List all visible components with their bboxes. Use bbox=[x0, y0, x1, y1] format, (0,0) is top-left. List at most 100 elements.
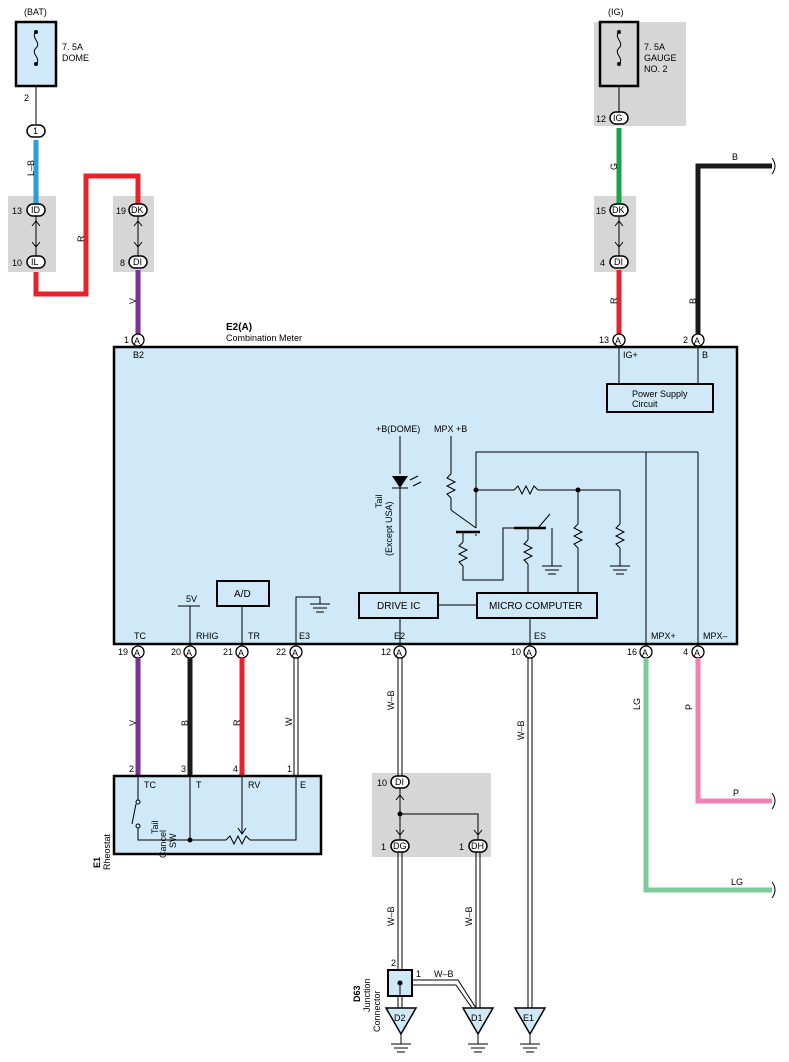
pin-4: 4 bbox=[600, 258, 605, 268]
micro-computer-label: MICRO COMPUTER bbox=[489, 601, 582, 612]
wire-r2-label: R bbox=[609, 297, 619, 304]
pin-10: 10 bbox=[12, 258, 22, 268]
rheostat-resistor bbox=[225, 834, 251, 846]
wire-b1-label: B bbox=[732, 152, 738, 162]
pin-15: 15 bbox=[596, 206, 606, 216]
rheostat-label-e: E bbox=[300, 780, 306, 790]
svg-text:A: A bbox=[292, 648, 298, 658]
rheostat-pin-1: 1 bbox=[287, 764, 292, 774]
pin-a-10: A bbox=[523, 645, 537, 659]
rheostat-label-t: T bbox=[196, 780, 202, 790]
svg-text:A: A bbox=[186, 648, 192, 658]
wire-wb4-label: W–B bbox=[464, 906, 474, 926]
connector-1: 1 bbox=[26, 124, 46, 138]
junction-code: D63 bbox=[352, 985, 362, 1002]
svg-text:A: A bbox=[694, 336, 700, 346]
drive-ic bbox=[358, 592, 439, 619]
wire-p1-label: P bbox=[684, 704, 694, 710]
resistor-4 bbox=[614, 523, 626, 549]
svg-text:D2: D2 bbox=[394, 1013, 406, 1023]
meter-label-igp: IG+ bbox=[623, 350, 638, 360]
label-tail: Tail bbox=[374, 494, 384, 508]
meter-label-rhig: RHIG bbox=[196, 631, 219, 641]
ground-e1: E1 bbox=[513, 1007, 547, 1053]
rheostat-name: Rheostat bbox=[102, 833, 112, 870]
pin-16: 16 bbox=[627, 647, 637, 657]
junction-pin-1: 1 bbox=[416, 969, 421, 979]
wire-lg1-label: LG bbox=[632, 698, 642, 710]
svg-text:A: A bbox=[615, 336, 621, 346]
connector-dk-right: DK bbox=[609, 203, 629, 217]
rheostat-pin-4: 4 bbox=[233, 764, 238, 774]
connector-di-right: DI bbox=[609, 255, 629, 269]
svg-text:A: A bbox=[396, 648, 402, 658]
resistor-3 bbox=[513, 484, 539, 496]
label-mpx: MPX +B bbox=[434, 424, 467, 434]
wire-r1-label: R bbox=[76, 235, 86, 242]
svg-text:1: 1 bbox=[33, 126, 38, 136]
svg-text:A: A bbox=[694, 648, 700, 658]
fuse-bat-name: DOME bbox=[62, 53, 89, 63]
label-5v: 5V bbox=[186, 594, 197, 604]
pin-a-4: A bbox=[691, 645, 705, 659]
connector-il: IL bbox=[26, 255, 46, 269]
micro-computer bbox=[476, 592, 598, 619]
ground-d1: D1 bbox=[461, 1007, 495, 1053]
pin-10-b: 10 bbox=[511, 647, 521, 657]
junction-pin-2: 2 bbox=[391, 958, 396, 968]
resistor-2 bbox=[457, 541, 469, 567]
junction-pin-10: 10 bbox=[377, 778, 387, 788]
switch-label-3: SW bbox=[168, 833, 178, 848]
wire-w-label: W bbox=[284, 717, 294, 726]
pin-a-2: A bbox=[691, 333, 705, 347]
fuse-bat-rating: 7. 5A bbox=[62, 42, 83, 52]
meter-label-mpxm: MPX– bbox=[703, 631, 728, 641]
wire-lg bbox=[643, 658, 772, 893]
junction-pin-1a: 1 bbox=[381, 842, 386, 852]
meter-label-tc: TC bbox=[134, 631, 146, 641]
svg-text:A: A bbox=[642, 648, 648, 658]
rheostat-label-tc: TC bbox=[144, 780, 156, 790]
fuse-bat-symbol bbox=[33, 31, 39, 65]
rheostat-label-rv: RV bbox=[248, 780, 260, 790]
wire-v1-label: V bbox=[128, 298, 138, 304]
label-dome: +B(DOME) bbox=[376, 424, 420, 434]
pin-13-b: 13 bbox=[599, 335, 609, 345]
pin-a-1: A bbox=[131, 333, 145, 347]
pin-21: 21 bbox=[223, 647, 233, 657]
ground-internal-2 bbox=[542, 565, 562, 575]
tail-led-icon bbox=[392, 476, 408, 488]
ground-internal-1 bbox=[610, 565, 630, 575]
wire-g-label: G bbox=[609, 163, 619, 170]
wire-wb3-label: W–B bbox=[386, 906, 396, 926]
svg-text:DI: DI bbox=[395, 777, 404, 787]
svg-text:IL: IL bbox=[31, 257, 39, 267]
svg-text:DG: DG bbox=[393, 841, 407, 851]
svg-text:IG: IG bbox=[613, 113, 623, 123]
pin-20: 20 bbox=[171, 647, 181, 657]
fuse-ig-rating: 7. 5A bbox=[644, 42, 665, 52]
meter-label-e2: E2 bbox=[394, 631, 405, 641]
ground-e3 bbox=[310, 603, 330, 613]
wire-wb1-label: W–B bbox=[386, 690, 396, 710]
pin-2-b: 2 bbox=[683, 335, 688, 345]
meter-label-b: B bbox=[702, 350, 708, 360]
resistor-1 bbox=[445, 473, 457, 499]
svg-text:A: A bbox=[134, 648, 140, 658]
pin-a-12: A bbox=[393, 645, 407, 659]
connector-di-junction: DI bbox=[390, 775, 410, 789]
fuse-ig-box bbox=[598, 20, 640, 88]
pin-a-20: A bbox=[183, 645, 197, 659]
meter-label-mpxp: MPX+ bbox=[651, 631, 676, 641]
ground-d2: D2 bbox=[384, 1007, 418, 1053]
svg-text:DI: DI bbox=[614, 257, 623, 267]
meter-label-e3: E3 bbox=[299, 631, 310, 641]
resistor-5 bbox=[572, 523, 584, 549]
junction-name1: Junction bbox=[362, 978, 372, 1012]
pin-4-b: 4 bbox=[683, 647, 688, 657]
connector-dk: DK bbox=[128, 203, 148, 217]
wire-b2-label: B bbox=[688, 298, 698, 304]
connector-dh: DH bbox=[468, 839, 488, 853]
pin-22: 22 bbox=[276, 647, 286, 657]
